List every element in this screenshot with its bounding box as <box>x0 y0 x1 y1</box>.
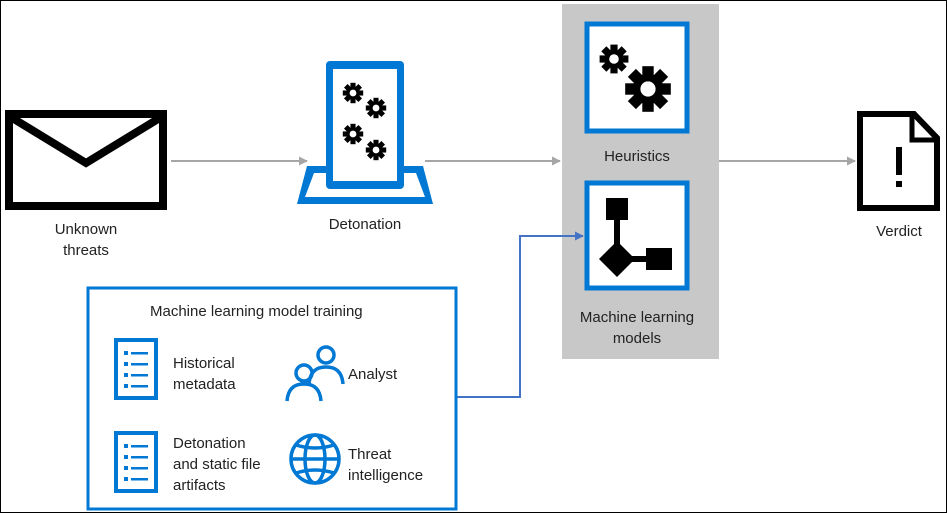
training-item-threat-intelligence: Threat intelligence <box>348 446 424 484</box>
document-alert-icon <box>857 111 940 211</box>
gears-icon <box>584 21 690 134</box>
training-item-analyst: Analyst <box>348 366 398 383</box>
training-title: Machine learning model training <box>150 303 363 320</box>
envelope-icon <box>5 110 167 210</box>
list-document-icon <box>114 338 158 400</box>
users-icon <box>285 345 345 402</box>
flow-model-icon <box>584 180 690 291</box>
connector-training-to-models <box>456 231 584 398</box>
globe-icon <box>289 433 341 485</box>
heuristics-label: Heuristics <box>604 148 670 165</box>
ml-models-label: Machine learning models <box>579 309 695 347</box>
verdict-label: Verdict <box>876 223 922 240</box>
training-item-historical-metadata: Historical metadata <box>173 355 236 393</box>
training-item-detonation-artifacts: Detonation and static file artifacts <box>173 435 261 494</box>
sandbox-device-icon <box>297 61 433 204</box>
list-document-icon <box>114 431 158 493</box>
unknown-threats-label: Unknown threats <box>54 221 118 259</box>
detonation-label: Detonation <box>328 216 402 233</box>
